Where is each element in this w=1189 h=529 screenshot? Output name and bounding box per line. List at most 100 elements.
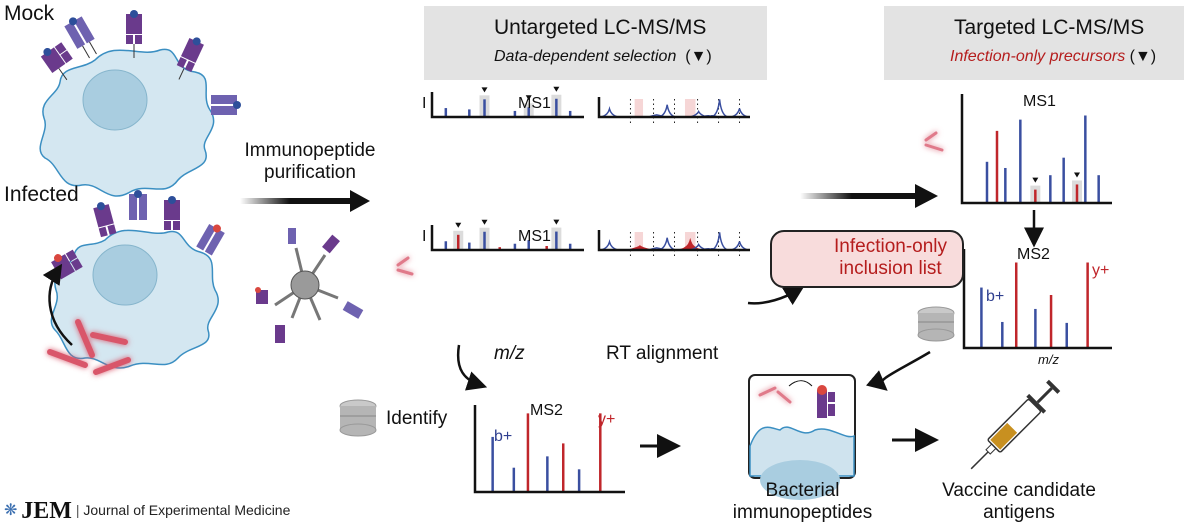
chromatogram-peak <box>679 237 701 251</box>
infected-ms1-spectrum <box>430 219 584 252</box>
inclusion-list-text: Infection-only inclusion list <box>834 236 947 280</box>
identify-ms2-title: MS2 <box>530 402 563 419</box>
selection-marker-targeted: (▼) <box>1129 48 1157 65</box>
selection-triangle-marker <box>481 219 488 225</box>
targeted-mz-label: m/z <box>1038 352 1059 367</box>
mock-intensity-axis-label: I <box>422 95 427 112</box>
journal-footer: ❋ JEM | Journal of Experimental Medicine <box>4 498 290 525</box>
mock-rt-chromatogram <box>597 97 750 123</box>
selection-triangle-marker <box>553 219 560 225</box>
mock-nucleus <box>82 69 148 131</box>
vaccine-antigens-label: Vaccine candidate antigens <box>924 480 1114 524</box>
infected-label: Infected <box>4 183 79 206</box>
chromatogram-peak <box>690 109 707 118</box>
chromatogram-peak <box>658 104 676 118</box>
purification-label-line2: purification <box>264 162 356 183</box>
journal-name: Journal of Experimental Medicine <box>83 502 291 518</box>
selection-triangle-marker <box>1074 172 1080 178</box>
bacteria-small-icon <box>396 256 414 276</box>
bacterial-line1: Bacterial <box>765 480 840 501</box>
inclusion-list-line1: Infection-only <box>834 236 948 257</box>
to-targeted-arrow-head <box>915 184 938 208</box>
chromatogram-peak <box>731 108 748 118</box>
identify-ms2-spectrum <box>473 405 625 494</box>
bacteria-small-icon-targeted <box>924 131 944 152</box>
targeted-ms2-spectrum <box>962 249 1112 350</box>
mock-ms1-title: MS1 <box>518 95 551 112</box>
spectrum-axes <box>430 92 584 119</box>
spectrum-axes <box>473 405 625 494</box>
targeted-to-bacterial-arrow <box>866 350 931 391</box>
chromatogram-peak <box>711 232 728 251</box>
rt-highlight-band <box>634 99 644 117</box>
chromatogram-peak <box>711 99 728 118</box>
selection-triangle-marker <box>553 86 560 92</box>
bacterial-immunopeptides-label: Bacterial immunopeptides <box>730 480 875 524</box>
untargeted-header: Untargeted LC-MS/MS Data-dependent selec… <box>424 6 767 80</box>
rt-highlight-band <box>634 232 644 250</box>
vaccine-line1: Vaccine candidate <box>942 480 1096 501</box>
spectrum-axes <box>960 94 1112 205</box>
chromatogram-axes <box>597 230 750 252</box>
identify-b-ion-label: b+ <box>494 428 513 445</box>
mz-axis-label: m/z <box>494 343 525 364</box>
bacterial-immunopeptide-panel <box>748 374 856 500</box>
targeted-y-ion-label: y+ <box>1092 262 1110 279</box>
infected-nucleus <box>92 244 158 306</box>
spectrum-axes <box>430 225 584 252</box>
infected-ms1-title: MS1 <box>518 228 551 245</box>
chromatogram-peak <box>690 242 707 251</box>
untargeted-subtitle-text: Data-dependent selection <box>494 48 677 65</box>
bacterial-line2: immunopeptides <box>732 502 873 523</box>
targeted-ms2-title: MS2 <box>1017 246 1050 263</box>
syringe-icon <box>970 379 1061 470</box>
mock-label: Mock <box>4 2 55 25</box>
inclusion-list-box: Infection-only inclusion list <box>770 230 964 288</box>
to-targeted-arrow-shaft <box>800 193 915 199</box>
mock-ms1-spectrum <box>430 86 584 119</box>
database-icon-identify <box>339 399 377 437</box>
purification-arrow-shaft <box>240 198 350 204</box>
mock-cell <box>39 48 215 197</box>
jem-logo-text: JEM <box>21 498 72 524</box>
spectrum-axes <box>962 249 1112 350</box>
targeted-title: Targeted LC-MS/MS <box>954 16 1145 39</box>
targeted-header: Targeted LC-MS/MS Infection-only precurs… <box>884 6 1184 80</box>
selection-triangle-marker <box>1032 177 1039 183</box>
chromatogram-peak <box>601 238 618 251</box>
purification-label: Immunopeptide purification <box>230 140 390 184</box>
inclusion-list-line2: inclusion list <box>839 258 942 279</box>
rt-highlight-band <box>684 99 696 117</box>
identify-y-ion-label: y+ <box>598 411 616 428</box>
rt-to-inclusion-arrow <box>747 286 805 306</box>
targeted-ms1-spectrum <box>960 94 1112 205</box>
chromatogram-peak <box>731 241 748 251</box>
footer-separator: | <box>75 502 80 518</box>
selection-triangle-marker <box>481 87 488 93</box>
targeted-b-ion-label: b+ <box>986 288 1005 305</box>
infected-rt-chromatogram <box>597 230 750 256</box>
targeted-subtitle-text: Infection-only precursors <box>950 48 1126 65</box>
purification-label-line1: Immunopeptide <box>244 140 376 161</box>
infected-intensity-axis-label: I <box>422 228 427 245</box>
mock-mhc-receptors <box>40 10 241 115</box>
ms1-to-identify-arrow <box>456 344 488 391</box>
selection-marker: (▼) <box>685 48 712 65</box>
untargeted-title: Untargeted LC-MS/MS <box>494 16 707 39</box>
chromatogram-axes <box>597 97 750 119</box>
database-icon-targeted <box>917 306 955 342</box>
untargeted-subtitle: Data-dependent selection (▼) <box>494 48 712 66</box>
rt-alignment-label: RT alignment <box>606 343 719 364</box>
identify-label: Identify <box>386 408 448 429</box>
antibody-bead <box>255 228 364 343</box>
jem-logo-icon: ❋ <box>4 502 18 519</box>
chromatogram-peak <box>601 105 618 118</box>
presentation-arrow <box>42 263 73 346</box>
purification-arrow-head <box>350 190 370 212</box>
selection-triangle-marker <box>455 222 462 228</box>
infected-mhc-receptors <box>51 190 225 280</box>
infected-cell <box>50 229 219 369</box>
vaccine-line2: antigens <box>983 502 1055 523</box>
bacteria-group <box>47 319 131 375</box>
targeted-ms1-title: MS1 <box>1023 93 1056 110</box>
